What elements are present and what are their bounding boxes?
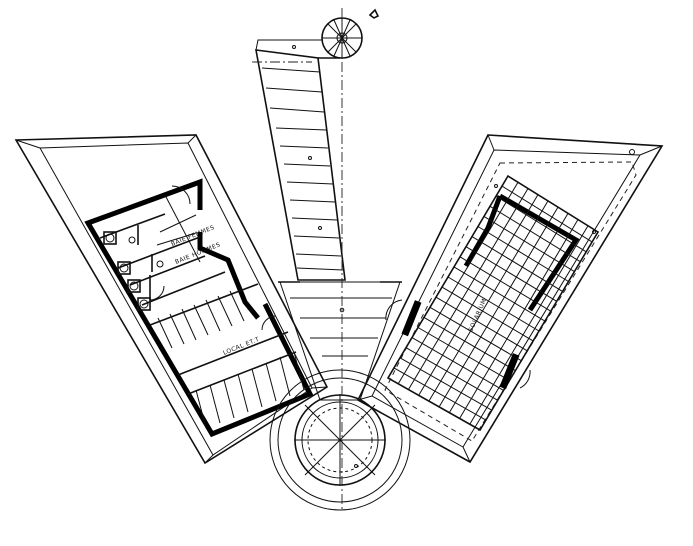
grid-line (417, 327, 510, 381)
grid-line (453, 266, 546, 322)
left-wing-walls-2 (197, 232, 260, 320)
grid-line (411, 337, 504, 391)
toilet-fixture (117, 261, 131, 275)
toilet-fixture (137, 297, 151, 311)
grid-line (435, 296, 528, 352)
grid-line (405, 347, 498, 401)
grid-line (447, 276, 540, 332)
right-wing: SOLARIUM (356, 134, 664, 464)
label-left-room: LOCAL ET.T (222, 336, 261, 357)
solarium-grid (393, 181, 593, 425)
grid-line (399, 357, 493, 411)
grid-line (465, 246, 557, 302)
grid-line (429, 306, 522, 362)
left-wing-walls (84, 178, 314, 438)
grid-line (495, 195, 587, 253)
grid-line (483, 215, 575, 273)
toilet-fixture (127, 279, 141, 293)
door-block (401, 300, 422, 337)
spiral-stair (318, 8, 380, 59)
grid-line (489, 205, 581, 263)
toilet-block (99, 185, 226, 311)
right-wing-dashed-edge (384, 161, 637, 442)
north-arrow-icon (368, 8, 380, 19)
solarium-inner-wall-2 (463, 195, 503, 268)
grid-line (393, 367, 487, 421)
grid-line (423, 316, 516, 372)
rotunda-outer-ring (269, 369, 411, 511)
central-stair (255, 8, 380, 281)
grid-line (471, 236, 563, 292)
toilet-fixture (103, 231, 117, 245)
door-block (499, 353, 520, 390)
label-right-room: SOLARIUM (467, 297, 488, 332)
left-wing: BAIE FEMMES BAIE HOMMES LOCAL ET.T (14, 134, 329, 465)
central-landing (278, 281, 402, 401)
grid-line (477, 226, 569, 282)
left-wing-slats (149, 283, 305, 429)
grid-line (501, 185, 593, 243)
right-wing-roof-outline (356, 134, 664, 464)
grid-line (459, 256, 552, 312)
bottom-rotunda (269, 369, 411, 511)
solarium-inner-wall (498, 193, 580, 312)
stair-outline (255, 49, 346, 281)
grid-line (441, 286, 534, 342)
